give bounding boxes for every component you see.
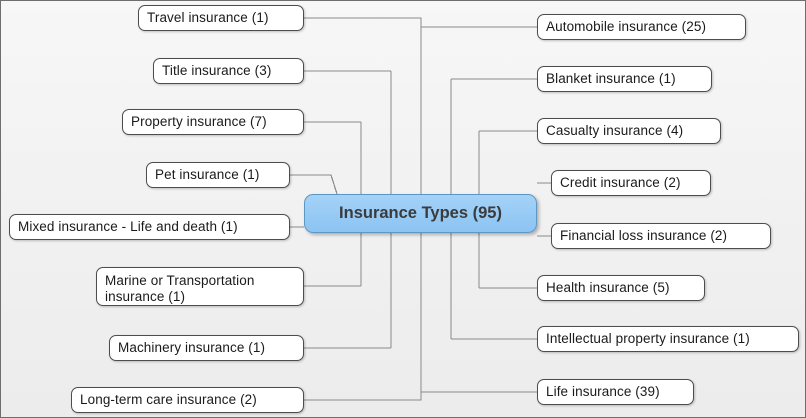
node-label: Casualty insurance (4): [546, 123, 684, 138]
connector-travel-insurance: [304, 17, 422, 45]
node-credit-insurance[interactable]: Credit insurance (2): [551, 170, 711, 196]
node-long-term-care-insurance[interactable]: Long-term care insurance (2): [71, 387, 304, 413]
node-property-insurance[interactable]: Property insurance (7): [122, 109, 304, 135]
node-label: Travel insurance (1): [147, 10, 269, 25]
node-label: Automobile insurance (25): [546, 19, 707, 34]
node-label: Long-term care insurance (2): [80, 392, 257, 407]
connector-pet-insurance: [290, 174, 338, 195]
node-health-insurance[interactable]: Health insurance (5): [537, 275, 705, 301]
node-pet-insurance[interactable]: Pet insurance (1): [146, 162, 290, 188]
node-marine-transportation-insurance[interactable]: Marine or Transportation insurance (1): [96, 267, 304, 306]
node-mixed-insurance[interactable]: Mixed insurance - Life and death (1): [9, 214, 290, 240]
node-label: Property insurance (7): [131, 114, 267, 129]
node-label: Intellectual property insurance (1): [546, 331, 750, 346]
node-label: Blanket insurance (1): [546, 71, 676, 86]
node-travel-insurance[interactable]: Travel insurance (1): [138, 5, 304, 31]
node-label: Credit insurance (2): [560, 175, 681, 190]
node-financial-loss-insurance[interactable]: Financial loss insurance (2): [551, 223, 771, 249]
node-label: Machinery insurance (1): [118, 340, 266, 355]
node-label: Pet insurance (1): [155, 167, 260, 182]
node-label: Mixed insurance - Life and death (1): [18, 219, 238, 234]
node-life-insurance[interactable]: Life insurance (39): [537, 379, 694, 405]
node-label: Title insurance (3): [162, 63, 272, 78]
node-machinery-insurance[interactable]: Machinery insurance (1): [109, 335, 304, 361]
node-intellectual-property-insurance[interactable]: Intellectual property insurance (1): [537, 326, 799, 352]
node-label: Life insurance (39): [546, 384, 660, 399]
node-automobile-insurance[interactable]: Automobile insurance (25): [537, 14, 746, 40]
node-label: Health insurance (5): [546, 280, 670, 295]
connector-long-term-care-insurance: [304, 373, 422, 401]
node-blanket-insurance[interactable]: Blanket insurance (1): [537, 66, 712, 92]
node-casualty-insurance[interactable]: Casualty insurance (4): [537, 118, 721, 144]
node-label: Marine or Transportation insurance (1): [105, 273, 255, 304]
node-label: Financial loss insurance (2): [560, 228, 728, 243]
root-node-label: Insurance Types (95): [339, 204, 502, 222]
root-node-insurance-types[interactable]: Insurance Types (95): [304, 194, 537, 233]
node-title-insurance[interactable]: Title insurance (3): [153, 58, 304, 84]
